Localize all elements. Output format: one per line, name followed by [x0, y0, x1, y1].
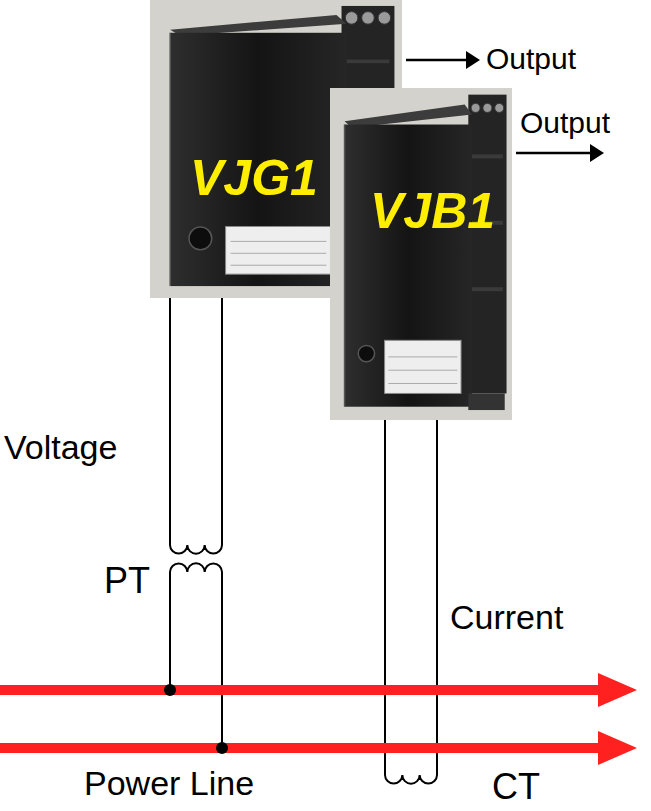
name-plate-rule [231, 253, 327, 254]
adjust-knob [358, 345, 374, 361]
current-wire [436, 420, 438, 775]
model-name: VJG1 [190, 150, 318, 208]
junction-dot [216, 742, 228, 754]
pt-secondary-coil [170, 545, 222, 554]
junction-dot [164, 684, 176, 696]
name-plate-rule [388, 356, 457, 357]
signal-label: Output [486, 42, 576, 77]
signal-label: Output [520, 106, 610, 141]
power-line-arrowhead [598, 673, 637, 707]
signal-label: Current [450, 598, 563, 637]
name-plate [385, 340, 461, 393]
terminal-screw [495, 103, 504, 112]
housing-top [170, 15, 346, 36]
terminal-screw [362, 12, 375, 25]
pt-tap-wire [221, 572, 223, 748]
model-name: VJB1 [370, 183, 495, 241]
name-plate-rule [231, 241, 327, 242]
mounting-foot [468, 393, 504, 410]
adjust-knob [189, 227, 212, 250]
voltage-wire [221, 298, 223, 545]
terminal-screw [345, 12, 358, 25]
terminal-screw [471, 103, 480, 112]
housing-edge [344, 125, 346, 407]
name-plate-rule [388, 383, 457, 384]
output-arrow-line [516, 152, 592, 155]
terminal-rib [472, 154, 503, 158]
output-arrow-line [406, 59, 468, 62]
terminal-rib [472, 287, 503, 291]
signal-converter-module: VJB1 [330, 88, 512, 420]
current-wire [384, 420, 386, 775]
module-photo [330, 88, 512, 420]
signal-label: Voltage [4, 428, 117, 467]
power-line [0, 743, 602, 753]
ct-coil [385, 775, 437, 784]
output-arrowhead [590, 144, 604, 162]
housing-top [345, 105, 472, 128]
pt-primary-coil [170, 563, 222, 572]
signal-label: CT [492, 766, 540, 807]
terminal-screw [378, 12, 391, 25]
name-plate-rule [388, 370, 457, 371]
output-arrowhead [466, 51, 480, 69]
signal-label: PT [104, 560, 150, 601]
terminal-block [468, 95, 506, 394]
power-line [0, 685, 602, 695]
housing-front [170, 33, 346, 286]
housing-edge [169, 33, 171, 286]
voltage-wire [169, 298, 171, 545]
signal-label: Power Line [84, 764, 254, 803]
name-plate-rule [231, 265, 327, 266]
name-plate [226, 226, 332, 274]
terminal-rib [347, 60, 390, 64]
pt-tap-wire [169, 572, 171, 690]
power-line-arrowhead [598, 731, 637, 765]
housing-front [345, 125, 472, 407]
photo-background [330, 88, 512, 420]
terminal-screw [483, 103, 492, 112]
